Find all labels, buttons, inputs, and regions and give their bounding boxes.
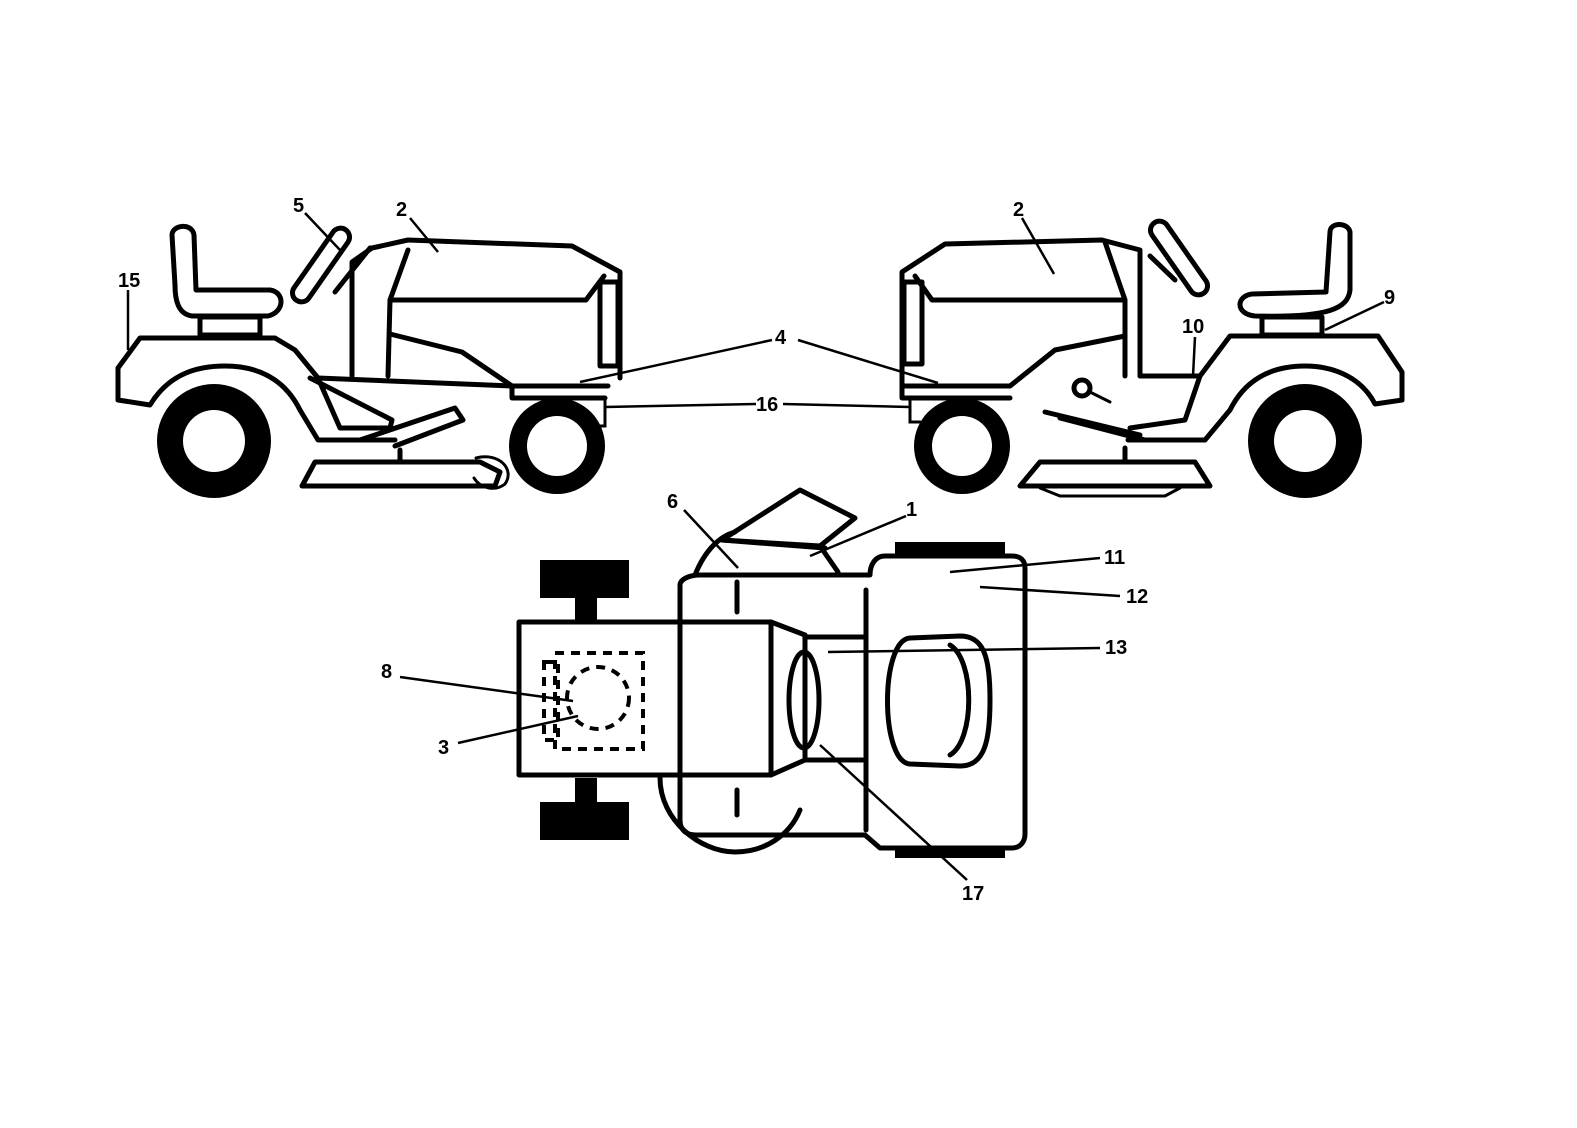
callout-8: 8 [381, 661, 392, 683]
tractor-top-view [516, 487, 1028, 858]
callout-2-left: 2 [396, 199, 407, 221]
callout-4: 4 [775, 327, 787, 349]
callout-5: 5 [293, 195, 304, 217]
callout-9: 9 [1384, 287, 1395, 309]
callout-10: 10 [1182, 316, 1204, 338]
callout-1: 1 [906, 499, 917, 521]
callout-labels: 15 5 2 2 9 10 4 16 6 1 11 12 13 8 3 17 [118, 195, 1395, 905]
callout-12: 12 [1126, 586, 1148, 608]
callout-3: 3 [438, 737, 449, 759]
callout-16: 16 [756, 394, 778, 416]
callout-13: 13 [1105, 637, 1127, 659]
tractor-right-side-view [899, 218, 1405, 498]
callout-6: 6 [667, 491, 678, 513]
callout-11: 11 [1104, 547, 1125, 569]
callout-leaders [126, 212, 1385, 881]
callout-15-left: 15 [118, 270, 140, 292]
callout-17: 17 [962, 883, 984, 905]
tractor-left-side-view [115, 223, 623, 498]
callout-2-right: 2 [1013, 199, 1024, 221]
